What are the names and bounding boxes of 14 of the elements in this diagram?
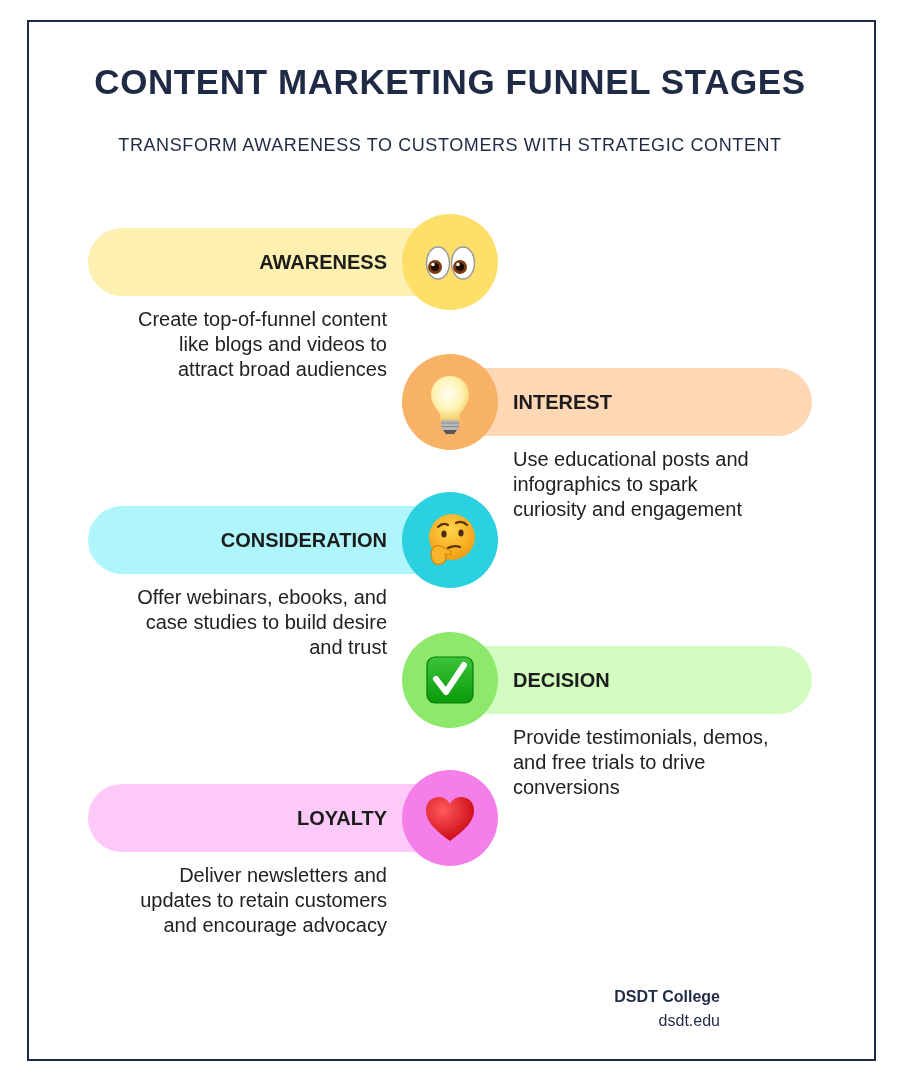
stage-heading: DECISION: [513, 668, 610, 692]
subtitle: TRANSFORM AWARENESS TO CUSTOMERS WITH STRATEGIC CONTENT: [117, 134, 783, 156]
title: CONTENT MARKETING FUNNEL STAGES: [93, 61, 807, 103]
stage-heading: CONSIDERATION: [220, 528, 387, 552]
stage-description: Offer webinars, ebooks, and case studies to build desire and trust: [136, 585, 387, 660]
stage-heading: LOYALTY: [297, 806, 387, 830]
stage-description: Create top-of-funnel content like blogs and videos to attract broad audiences: [136, 307, 387, 382]
footer-address: dsdt.edu: [657, 1011, 720, 1031]
stage-description: Deliver newsletters and updates to retain customers and encourage advocacy: [139, 863, 387, 938]
stage-heading: INTEREST: [513, 390, 612, 414]
stage-heading: AWARENESS: [259, 250, 387, 274]
footer-name: DSDT College: [613, 987, 720, 1007]
stage-description: Provide testimonials, demos, and free trials to drive conversions: [513, 725, 770, 800]
stage-description: Use educational posts and infographics to spark curiosity and engagement: [513, 447, 750, 522]
